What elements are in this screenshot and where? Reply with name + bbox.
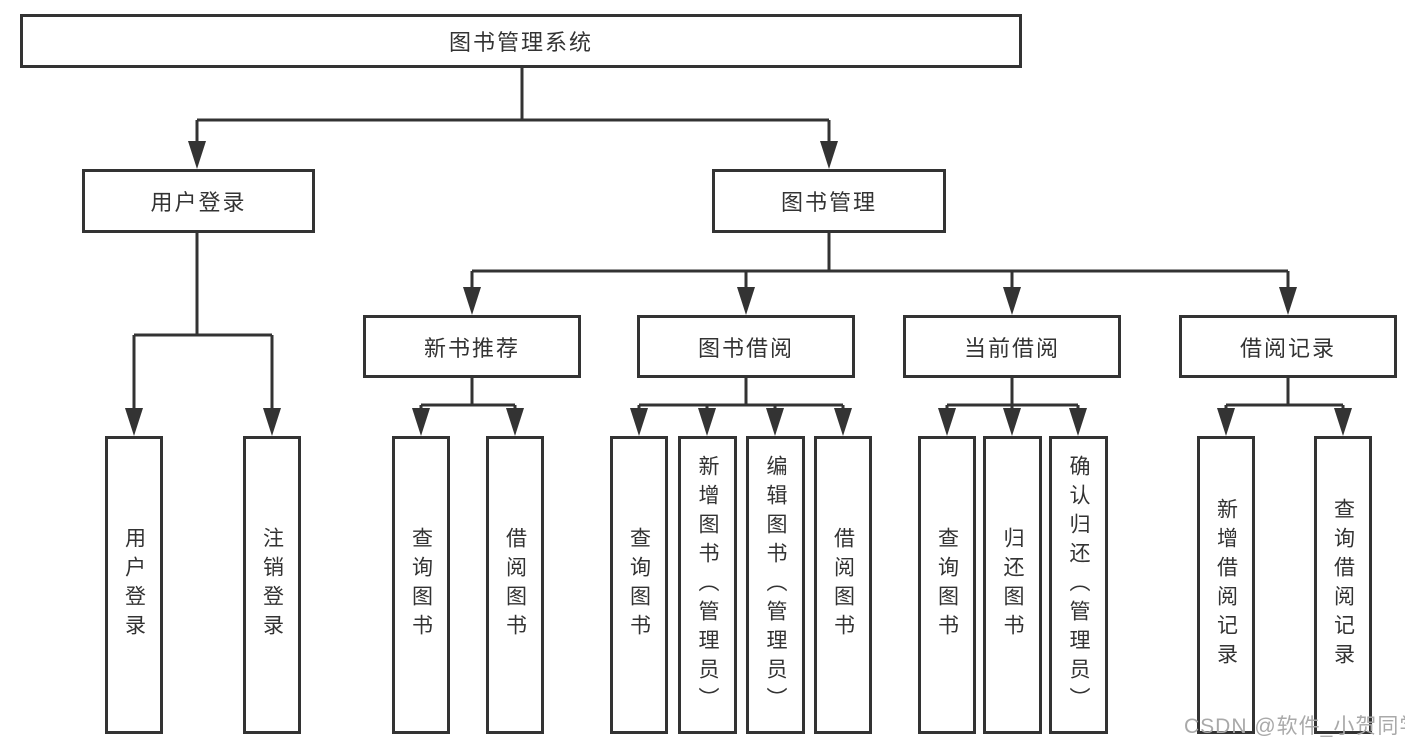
wire <box>470 233 1290 290</box>
arrowhead <box>938 408 956 436</box>
node-label: 当前借阅 <box>963 335 1060 361</box>
node-leaf-query-books-recommend: 查询图书 <box>392 436 450 734</box>
connectors-root-to-level2 <box>188 68 838 169</box>
arrowhead <box>737 287 755 315</box>
arrowhead <box>1279 287 1297 315</box>
node-leaf-query-books-current: 查询图书 <box>918 436 976 734</box>
node-library-management-system: 图书管理系统 <box>20 14 1022 68</box>
node-leaf-user-login: 用户登录 <box>105 436 163 734</box>
node-label: 图书管理 <box>780 190 877 215</box>
node-label: 用户登录 <box>150 190 247 215</box>
node-label: 查询图书 <box>935 527 959 643</box>
arrowhead <box>125 408 143 436</box>
node-leaf-confirm-return-admin: 确认归还（管理员） <box>1049 436 1108 734</box>
wire <box>195 68 831 144</box>
node-leaf-logout: 注销登录 <box>243 436 301 734</box>
node-label: 确认归还（管理员） <box>1067 454 1090 716</box>
node-label: 新书推荐 <box>423 335 520 361</box>
arrowhead <box>263 408 281 436</box>
arrowhead <box>506 408 524 436</box>
node-label: 新增借阅记录 <box>1214 498 1238 672</box>
arrowhead <box>630 408 648 436</box>
arrowhead <box>1334 408 1352 436</box>
node-label: 借阅图书 <box>831 527 855 643</box>
connectors-current-borrowing-to-leaves <box>938 378 1087 436</box>
node-label: 借阅记录 <box>1239 335 1336 361</box>
arrowhead <box>1003 287 1021 315</box>
wire <box>1224 378 1345 411</box>
wire <box>419 378 517 411</box>
csdn-watermark: CSDN @软件_小贺同学 <box>1184 715 1405 738</box>
node-leaf-borrow-books-recommend: 借阅图书 <box>486 436 544 734</box>
arrowhead <box>1069 408 1087 436</box>
node-leaf-query-borrow-record: 查询借阅记录 <box>1314 436 1372 734</box>
node-label: 用户登录 <box>122 527 146 643</box>
node-leaf-return-books: 归还图书 <box>983 436 1042 734</box>
node-label: 图书借阅 <box>697 335 794 361</box>
node-leaf-borrow-books: 借阅图书 <box>814 436 872 734</box>
node-book-management: 图书管理 <box>712 169 946 233</box>
node-label: 查询借阅记录 <box>1331 498 1355 672</box>
node-label: 借阅图书 <box>503 527 527 643</box>
node-label: 编辑图书（管理员） <box>764 454 787 716</box>
wire <box>945 378 1080 411</box>
connectors-borrowing-records-to-leaves <box>1217 378 1352 436</box>
node-leaf-query-books-borrowing: 查询图书 <box>610 436 668 734</box>
node-borrowing-records: 借阅记录 <box>1179 315 1397 378</box>
node-label: 图书管理系统 <box>448 30 593 55</box>
arrowhead <box>698 408 716 436</box>
node-leaf-add-books-admin: 新增图书（管理员） <box>678 436 737 734</box>
node-leaf-add-borrow-record: 新增借阅记录 <box>1197 436 1255 734</box>
node-book-borrowing: 图书借阅 <box>637 315 855 378</box>
node-label: 新增图书（管理员） <box>696 454 719 716</box>
node-current-borrowing: 当前借阅 <box>903 315 1121 378</box>
node-leaf-edit-books-admin: 编辑图书（管理员） <box>746 436 805 734</box>
arrowhead <box>820 141 838 169</box>
wire <box>132 233 274 411</box>
arrowhead <box>412 408 430 436</box>
arrowhead <box>766 408 784 436</box>
node-label: 查询图书 <box>627 527 651 643</box>
wire <box>637 378 845 411</box>
arrowhead <box>1003 408 1021 436</box>
arrowhead <box>1217 408 1235 436</box>
node-label: 归还图书 <box>1001 527 1024 643</box>
arrowhead <box>834 408 852 436</box>
node-label: 注销登录 <box>260 527 284 643</box>
arrowhead <box>463 287 481 315</box>
connectors-book-management-to-level3 <box>463 233 1297 315</box>
node-label: 查询图书 <box>409 527 433 643</box>
arrowhead <box>188 141 206 169</box>
connectors-user-login-to-leaves <box>125 233 281 436</box>
node-new-book-recommend: 新书推荐 <box>363 315 581 378</box>
connectors-new-book-recommend-to-leaves <box>412 378 524 436</box>
node-user-login: 用户登录 <box>82 169 315 233</box>
connectors-book-borrowing-to-leaves <box>630 378 852 436</box>
